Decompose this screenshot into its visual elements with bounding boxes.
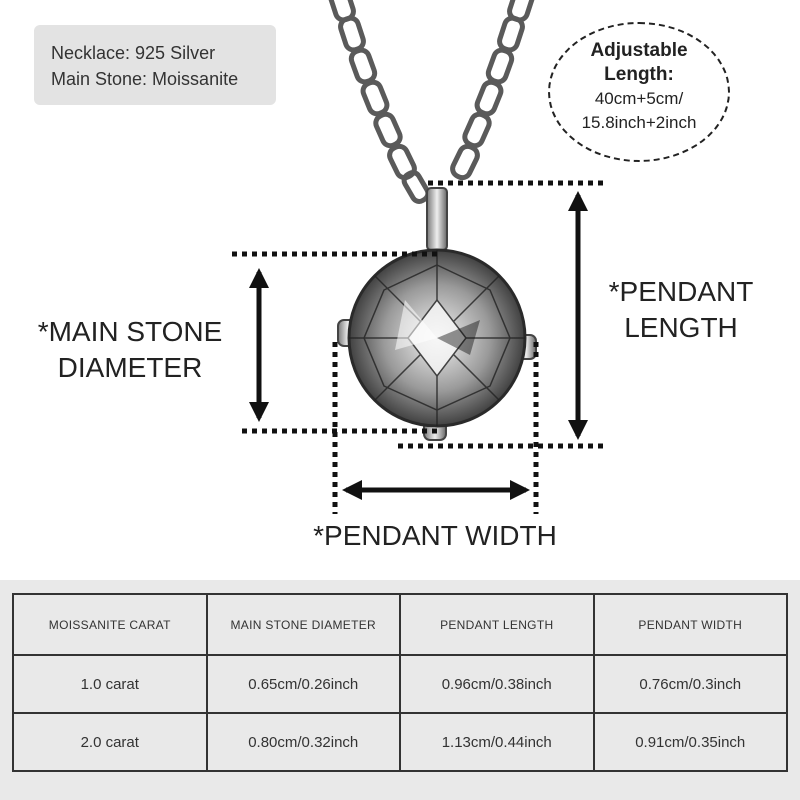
adjustable-length-metric: 40cm+5cm/: [594, 89, 684, 108]
table-row: 2.0 carat 0.80cm/0.32inch 1.13cm/0.44inc…: [12, 712, 788, 772]
header-main-stone-diameter: MAIN STONE DIAMETER: [205, 593, 401, 656]
cell-main-stone-diameter: 0.80cm/0.32inch: [205, 712, 401, 772]
necklace-chain: [328, 0, 535, 204]
header-pendant-length: PENDANT LENGTH: [399, 593, 595, 656]
cell-main-stone-diameter: 0.65cm/0.26inch: [205, 654, 401, 714]
pendant-length-label: *PENDANT LENGTH: [600, 274, 762, 346]
main-stone-label-line2: DIAMETER: [57, 352, 203, 383]
table-row: 1.0 carat 0.65cm/0.26inch 0.96cm/0.38inc…: [12, 654, 788, 714]
cell-pendant-length: 1.13cm/0.44inch: [399, 712, 595, 772]
dimension-arrows: [249, 191, 588, 500]
main-stone-material: Main Stone: Moissanite: [51, 69, 239, 89]
size-table: MOISSANITE CARAT MAIN STONE DIAMETER PEN…: [12, 593, 788, 772]
size-table-panel: MOISSANITE CARAT MAIN STONE DIAMETER PEN…: [0, 580, 800, 800]
pendant-length-label-line2: LENGTH: [624, 312, 738, 343]
pendant-bail: [426, 187, 448, 251]
material-spec-box: Necklace: 925 Silver Main Stone: Moissan…: [34, 25, 276, 105]
adjustable-title: Adjustable: [590, 40, 688, 61]
pendant-length-label-line1: *PENDANT: [608, 276, 754, 307]
adjustable-length-label: Length:: [604, 64, 674, 85]
pendant-width-label: *PENDANT WIDTH: [313, 520, 557, 551]
main-stone-label-line1: *MAIN STONE: [37, 316, 223, 347]
adjustable-length-badge: Adjustable Length: 40cm+5cm/ 15.8inch+2i…: [548, 22, 730, 162]
header-pendant-width: PENDANT WIDTH: [592, 593, 788, 656]
necklace-material: Necklace: 925 Silver: [51, 43, 216, 63]
cell-carat: 1.0 carat: [12, 654, 208, 714]
adjustable-length-imperial: 15.8inch+2inch: [581, 113, 697, 132]
pendant-diagram: [232, 0, 606, 514]
cell-carat: 2.0 carat: [12, 712, 208, 772]
cell-pendant-length: 0.96cm/0.38inch: [399, 654, 595, 714]
cell-pendant-width: 0.76cm/0.3inch: [592, 654, 788, 714]
cell-pendant-width: 0.91cm/0.35inch: [592, 712, 788, 772]
moissanite-stone: [347, 248, 527, 428]
table-header-row: MOISSANITE CARAT MAIN STONE DIAMETER PEN…: [12, 593, 788, 656]
main-stone-diameter-label: *MAIN STONE DIAMETER: [30, 314, 230, 386]
dimension-guides: [232, 180, 606, 514]
header-carat: MOISSANITE CARAT: [12, 593, 208, 656]
